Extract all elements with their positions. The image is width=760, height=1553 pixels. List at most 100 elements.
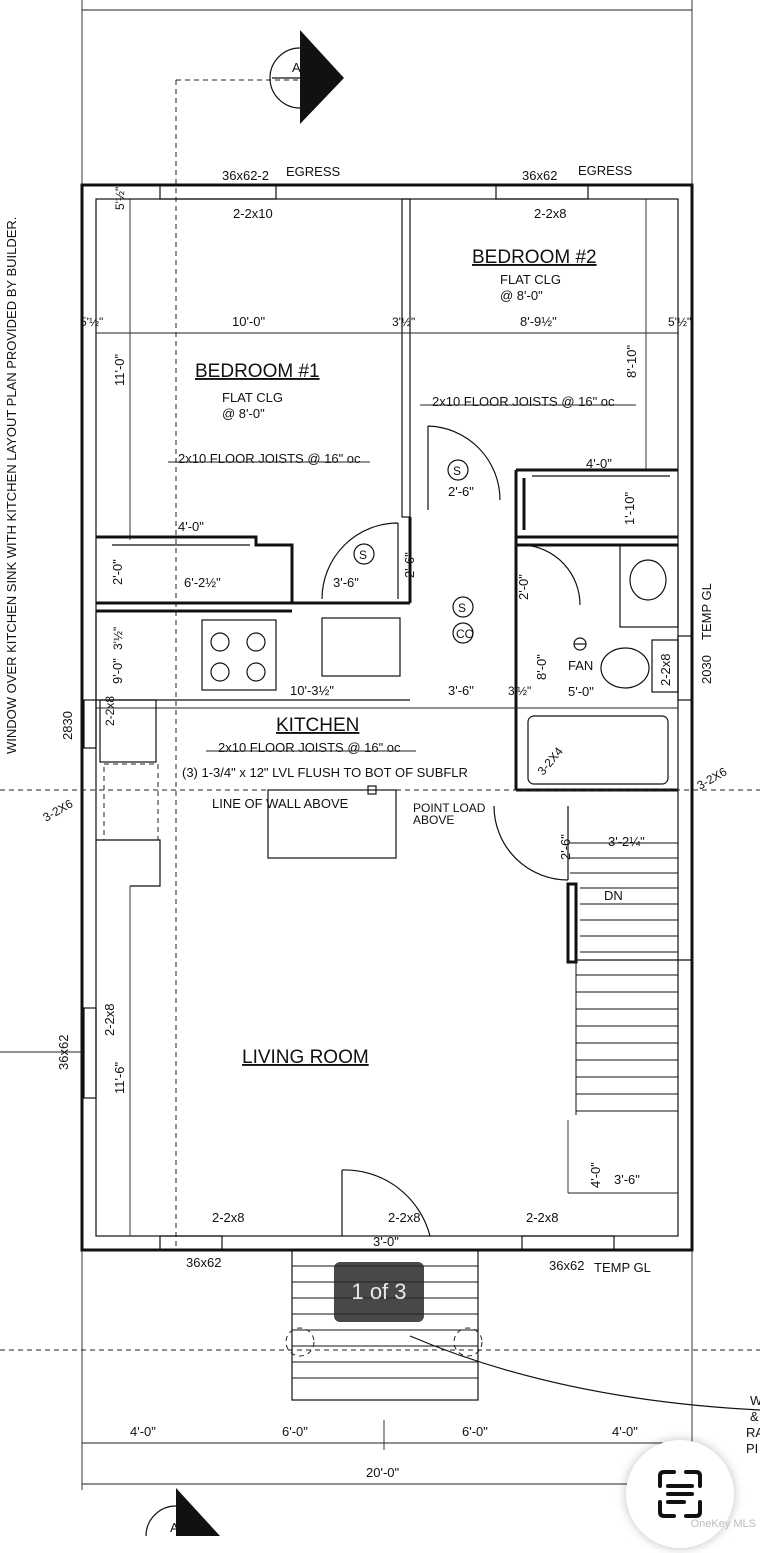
leader-line <box>409 1335 760 1411</box>
dishwasher-outline <box>103 763 159 841</box>
temp-gl-label: TEMP GL <box>699 583 714 640</box>
header-bottom-3: 2-2x8 <box>526 1210 559 1225</box>
dim: 3'½" <box>508 684 531 698</box>
header-bedroom2: 2-2x8 <box>534 206 567 221</box>
burner-icon <box>210 662 230 682</box>
dim: 4'-0" <box>130 1424 156 1439</box>
header-bottom-1: 2-2x8 <box>212 1210 245 1225</box>
dim: 9'-0" <box>110 658 125 684</box>
dim: 3'-6" <box>614 1172 640 1187</box>
dim: 2'-6" <box>558 834 573 860</box>
window-front-2 <box>521 1235 615 1251</box>
header-bottom-2: 2-2x8 <box>388 1210 421 1225</box>
header-bedroom1: 2-2x10 <box>233 206 273 221</box>
section-marker-bottom: A <box>145 1488 220 1536</box>
dim: 5'½" <box>113 187 127 210</box>
egress-label-2: EGRESS <box>578 163 633 178</box>
dim: 6'-0" <box>462 1424 488 1439</box>
dim: 4'-0" <box>588 1162 603 1188</box>
closet-bedroom1 <box>96 535 410 613</box>
vanity <box>619 544 679 628</box>
range <box>201 619 277 691</box>
smoke-detector-icon <box>353 543 375 565</box>
note-right-4: PI <box>746 1441 758 1456</box>
bedroom1-joists: 2x10 FLOOR JOISTS @ 16" oc <box>178 451 361 466</box>
smoke-detector-icon <box>452 596 474 618</box>
note-right-1: W <box>750 1393 760 1408</box>
header-kitchen: 2-2x8 <box>103 696 117 726</box>
smoke-label: S <box>458 601 466 615</box>
dim: 4'-0" <box>586 456 612 471</box>
island <box>267 789 397 859</box>
counter-outline <box>96 839 161 887</box>
dim: 3'½" <box>392 315 415 329</box>
exterior-wall-inner <box>95 198 679 1237</box>
beam-left-label: 3-2X6 <box>41 796 76 824</box>
dim: 8'-10" <box>624 344 639 378</box>
bathtub <box>527 715 669 785</box>
temp-gl-bottom: TEMP GL <box>594 1260 651 1275</box>
wall-bedroom-divider <box>401 198 411 518</box>
wall-above-label: LINE OF WALL ABOVE <box>212 796 349 811</box>
dim: 8'-0" <box>534 654 549 680</box>
door-bedroom2 <box>427 425 501 510</box>
door-bath <box>523 544 581 606</box>
fan-label: FAN <box>568 658 593 673</box>
dim: 2'-6" <box>448 484 474 499</box>
scan-text-button[interactable] <box>626 1440 734 1548</box>
header-bath: 2-2x8 <box>658 653 673 686</box>
window-kitchen-label: 2830 <box>60 711 75 740</box>
stair-wall <box>566 882 578 964</box>
dim: 2'-0" <box>516 574 531 600</box>
dim: 11'-0" <box>112 353 127 386</box>
burner-icon <box>210 632 230 652</box>
note-right-3: RA <box>746 1425 760 1440</box>
window-front-1 <box>159 1235 223 1251</box>
room-bedroom2: BEDROOM #2 <box>472 247 597 268</box>
dim: 4'-0" <box>612 1424 638 1439</box>
kitchen-joists: 2x10 FLOOR JOISTS @ 16" oc <box>218 740 401 755</box>
dim: 3'-6" <box>333 575 359 590</box>
room-kitchen: KITCHEN <box>276 715 359 736</box>
scan-text-icon <box>658 1470 702 1518</box>
dim: 3'-2¼" <box>608 834 645 849</box>
door-stair <box>493 805 569 881</box>
window-egress-1 <box>159 184 277 200</box>
closet-bedroom2 <box>514 468 678 539</box>
dim: 4'-0" <box>178 519 204 534</box>
stair-dn-label: DN <box>604 888 623 903</box>
point-load-label-2: ABOVE <box>413 813 454 827</box>
hall-walls <box>408 517 518 790</box>
window-bath <box>677 635 693 701</box>
dim: 10'-3½" <box>290 683 334 698</box>
burner-icon <box>246 662 266 682</box>
dim: 10'-0" <box>232 314 266 329</box>
point-load-marker <box>367 785 377 795</box>
dim: 3'-6" <box>448 683 474 698</box>
kitchen-counter <box>95 611 410 701</box>
section-label-top: A <box>292 60 301 75</box>
smoke-detector-icon <box>447 459 469 481</box>
dim: 3'½" <box>111 627 125 650</box>
co-detector-icon <box>452 622 474 644</box>
point-load-label: POINT LOAD <box>413 801 486 815</box>
section-marker-top: A <box>269 30 344 124</box>
header-living-left: 2-2x8 <box>102 1003 117 1036</box>
dim: 11'-6" <box>112 1061 127 1094</box>
window-kitchen <box>83 699 97 749</box>
window-egress-2 <box>495 184 589 200</box>
door-bedroom1 <box>321 522 399 600</box>
watermark: OneKey MLS <box>690 1518 756 1530</box>
sink-icon <box>629 559 667 601</box>
bedroom2-height: @ 8'-0" <box>500 288 543 303</box>
page-indicator: 1 of 3 <box>334 1262 424 1322</box>
window-front-2-label: 36x62 <box>549 1258 584 1273</box>
window-front-1-label: 36x62 <box>186 1255 221 1270</box>
bedroom2-joists: 2x10 FLOOR JOISTS @ 16" oc <box>432 394 615 409</box>
smoke-label: S <box>453 464 461 478</box>
dim: 3'-0" <box>373 1234 399 1249</box>
section-label-bottom: A <box>170 1520 179 1535</box>
dim: 6'-2½" <box>184 575 221 590</box>
co-label: CO <box>456 627 474 641</box>
